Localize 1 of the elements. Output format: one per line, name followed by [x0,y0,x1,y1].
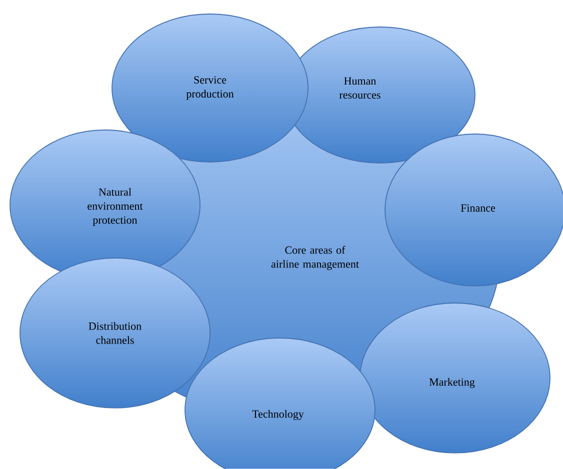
ellipse-node: Marketing [360,302,550,454]
